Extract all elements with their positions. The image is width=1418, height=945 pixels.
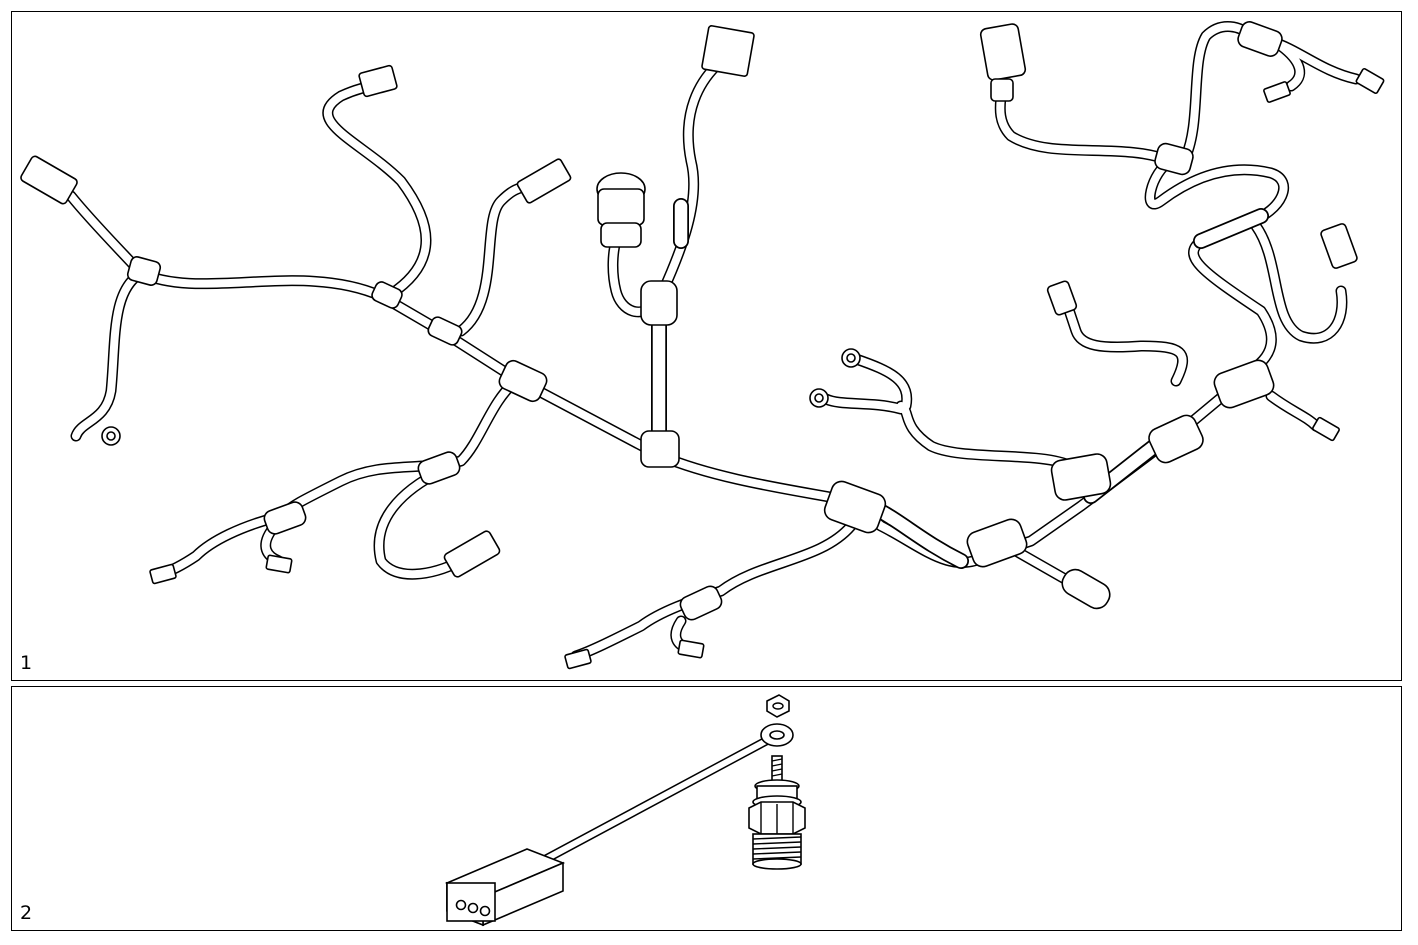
- panel-wiring-harness: 1: [11, 11, 1402, 681]
- hex-nut: [766, 694, 790, 718]
- panel-number: 2: [20, 902, 33, 924]
- panel-sensor-kit: 2: [11, 686, 1402, 931]
- harness-sleeves-fill: [652, 199, 1268, 568]
- harness-sleeves-outline: [651, 198, 1269, 569]
- ring-terminal: [760, 723, 794, 747]
- connector-block: [444, 848, 566, 927]
- harness-wires-outline: [65, 21, 1362, 662]
- sensor-kit-drawing: [444, 694, 806, 927]
- panel-number: 1: [20, 652, 33, 674]
- junction-blocks: [126, 21, 1283, 621]
- harness-wires-fill: [67, 22, 1360, 660]
- connectors: [20, 23, 1385, 670]
- wiring-harness-drawing: [20, 21, 1385, 670]
- sensor-cable: [541, 736, 771, 864]
- temperature-sensor: [748, 755, 806, 870]
